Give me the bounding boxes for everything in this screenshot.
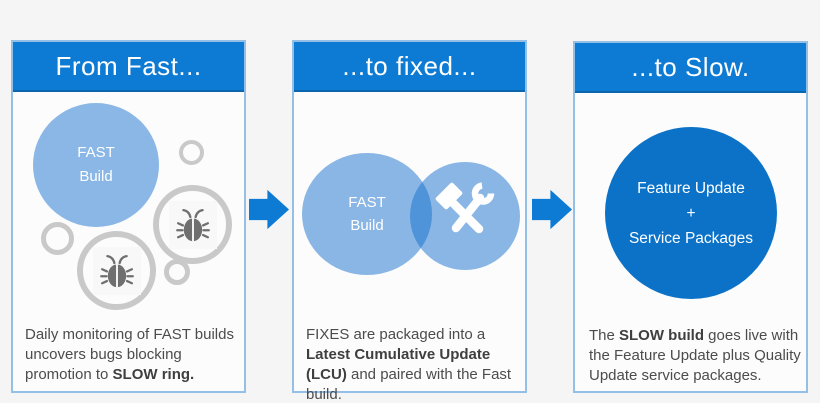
- arrow-right-icon: [532, 189, 572, 230]
- slow-build-circle: Feature Update + Service Packages: [605, 127, 777, 299]
- bug-icon: [175, 208, 210, 242]
- arrow-right-icon: [249, 189, 289, 230]
- panel-to-fixed-description: FIXES are packaged into a Latest Cumulat…: [306, 325, 530, 403]
- description-bold-text: Latest Cumulative Update (LCU): [306, 346, 491, 383]
- fast-build-label: FAST Build: [302, 153, 432, 275]
- panel-title: ...to fixed...: [342, 50, 477, 81]
- bug-badge: [77, 231, 156, 310]
- decorative-ring: [41, 222, 74, 255]
- description-text: The: [589, 327, 620, 344]
- panel-title: From Fast...: [55, 50, 202, 81]
- description-text: goes live with the Feature Update plus Q…: [589, 327, 801, 384]
- fast-build-label-line1: FAST: [348, 194, 386, 211]
- decorative-ring: [179, 140, 204, 165]
- description-text: Daily monitoring of FAST builds uncovers…: [25, 326, 234, 383]
- fast-build-label-line1: FAST: [77, 144, 115, 161]
- bug-badge: [153, 185, 232, 264]
- panel-from-fast-header: From Fast...: [13, 42, 244, 92]
- fast-build-circle: FAST Build: [33, 103, 159, 227]
- slow-circle-line3: Service Packages: [628, 229, 754, 247]
- panel-title: ...to Slow.: [631, 51, 750, 82]
- slow-circle-plus: +: [686, 204, 696, 222]
- description-text: FIXES are packaged into a: [306, 326, 486, 343]
- panel-to-slow-header: ...to Slow.: [575, 43, 806, 93]
- fast-build-label-line2: Build: [350, 217, 384, 234]
- panel-to-slow: ...to Slow. Feature Update + Service Pac…: [573, 41, 808, 393]
- panel-to-fixed: ...to fixed... FAST Build FIXES are pack…: [292, 40, 527, 403]
- slow-circle-line1: Feature Update: [637, 179, 745, 197]
- description-bold-text: SLOW ring.: [112, 366, 195, 383]
- panel-from-fast-description: Daily monitoring of FAST builds uncovers…: [25, 325, 249, 385]
- bug-icon: [99, 254, 134, 288]
- panel-from-fast: From Fast... FAST Build: [11, 40, 246, 393]
- description-bold-text: SLOW build: [619, 327, 704, 344]
- fast-build-label-line2: Build: [79, 168, 113, 185]
- panel-to-slow-description: The SLOW build goes live with the Featur…: [589, 326, 813, 386]
- decorative-ring: [164, 259, 190, 285]
- hammer-wrench-icon: [435, 182, 495, 234]
- panel-to-fixed-header: ...to fixed...: [294, 42, 525, 92]
- description-text: and paired with the Fast build.: [306, 366, 512, 403]
